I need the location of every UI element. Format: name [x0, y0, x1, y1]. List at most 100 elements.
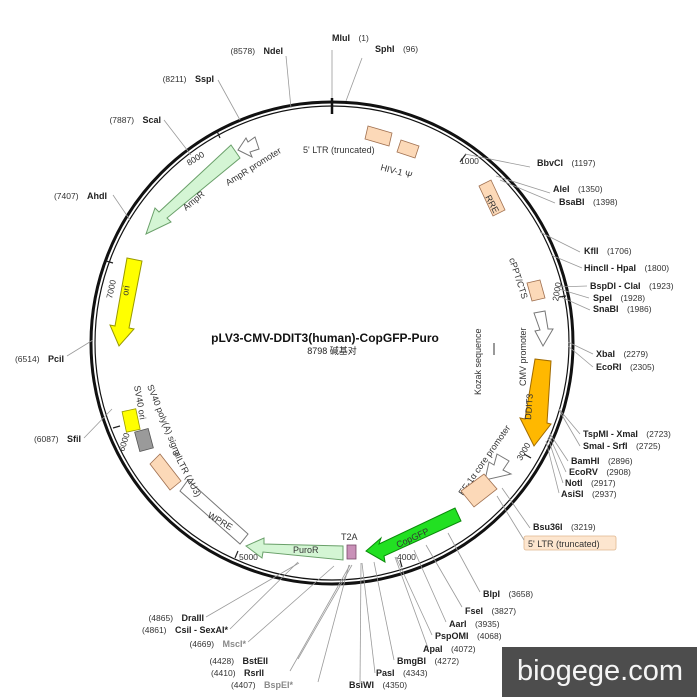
site-scai: (7887) ScaI: [109, 110, 161, 127]
tick-6000: [112, 425, 121, 429]
site-bmgbi: BmgBI (4272): [397, 651, 459, 668]
site-alei: AleI (1350): [553, 179, 603, 196]
site-noti: NotI (2917): [565, 473, 616, 490]
tick-label-6000: 6000: [116, 431, 131, 452]
feature-cppt-label: cPPT/CTS: [507, 257, 530, 301]
site-msci: (4669) MscI*: [189, 634, 246, 651]
site-ndei: (8578) NdeI: [230, 41, 283, 58]
site-pasi: PasI (4343): [376, 663, 428, 680]
site-draiii: (4865) DraIII: [148, 608, 204, 625]
feature-f1-block: [121, 408, 141, 433]
site-spei: SpeI (1928): [593, 288, 645, 305]
feature-5ltr-block: [364, 125, 393, 147]
tick-label-5000: 5000: [239, 552, 258, 562]
feature-ori-label: ori: [120, 285, 132, 297]
leader-bsu36i: [501, 487, 531, 529]
feature-puror-arrow: [245, 537, 344, 561]
leader-fsei: [425, 544, 463, 608]
leader-draiii: [205, 562, 300, 618]
site-sspi: (8211) SspI: [163, 69, 214, 86]
feature-ampr-arrow: [145, 144, 241, 235]
feature-cppt-block: [526, 279, 546, 302]
leader-pasi: [361, 562, 376, 674]
leader-sphi: [345, 57, 363, 102]
leader-rsrii: [289, 564, 351, 672]
site-tspmi: TspMI - XmaI (2723): [583, 424, 671, 441]
scale-ticks: 1000 2000 3000 4000 5000 6000 7000 8000: [104, 130, 567, 568]
plasmid-size: 8798 碱基对: [307, 345, 357, 356]
site-leaders: [66, 50, 594, 685]
feature-hivpsi-block: [396, 139, 420, 159]
leader-apai: [394, 556, 429, 649]
tick-label-1000: 1000: [460, 156, 479, 166]
site-bsiwi: BsiWI (4350): [349, 675, 407, 692]
feature-amprpromoter-arrow: [237, 136, 260, 159]
leader-bbvci: [464, 153, 531, 168]
site-bsteii: (4428) BstEII: [209, 651, 268, 668]
leader-spei: [558, 288, 590, 299]
leader-bamhi: [549, 433, 569, 462]
tick-4000: [399, 559, 403, 568]
site-kfli: KflI (1706): [584, 241, 632, 258]
tick-8000: [216, 130, 221, 139]
leader-ltr5-site: [496, 495, 525, 541]
tick-3000: [523, 453, 532, 459]
feature-cmv-arrow: [533, 310, 554, 348]
leader-asisi: [545, 440, 560, 494]
site-sphi: SphI (96): [375, 39, 418, 56]
leader-ahdi: [112, 194, 131, 221]
site-ecori: EcoRI (2305): [596, 357, 655, 374]
feature-hivpsi-label: HIV-1 Ψ: [379, 162, 413, 180]
tick-2000: [558, 295, 567, 298]
leader-pspomi: [395, 556, 433, 636]
site-ecorv: EcoRV (2908): [569, 462, 631, 479]
site-hincii: HincII - HpaI (1800): [584, 258, 669, 275]
site-bspdi: BspDI - ClaI (1923): [590, 276, 674, 293]
leader-pcii: [66, 339, 94, 357]
leader-noti: [547, 437, 564, 484]
feature-5ltr2-block: [460, 473, 498, 508]
feature-ddit3-label: DDIT3: [523, 393, 535, 420]
site-rsrii: (4410) RsrII: [211, 663, 264, 680]
leader-bspei: [317, 564, 350, 683]
feature-cmv-label: CMV promoter: [518, 327, 528, 386]
ltr5-site-box: [523, 535, 617, 551]
leader-csii: [229, 561, 299, 630]
plasmid-title: pLV3-CMV-DDIT3(human)-CopGFP-Puro: [211, 331, 439, 345]
leader-aari: [413, 549, 447, 623]
leader-bmgbi: [373, 561, 395, 661]
site-bamhi: BamHI (2896): [571, 451, 633, 468]
leader-ecorv: [548, 435, 567, 473]
leader-smai: [558, 409, 581, 447]
site-mlui: MluI (1): [332, 28, 369, 45]
leader-scai: [163, 119, 192, 156]
site-fsei: FseI (3827): [465, 601, 516, 618]
leader-alei: [495, 175, 551, 194]
leader-sspi: [217, 79, 241, 121]
feature-copgfp-arrow: [365, 507, 462, 563]
leader-sfii: [83, 408, 113, 439]
feature-ef1a-arrow: [484, 453, 513, 481]
leader-msci: [247, 565, 335, 643]
site-bspei: (4407) BspEI*: [231, 675, 294, 692]
leader-bsteii: [297, 564, 353, 660]
tick-label-4000: 4000: [397, 552, 416, 562]
leader-ndei: [285, 55, 292, 109]
leader-bsabi: [499, 179, 556, 204]
site-snabi: SnaBI (1986): [593, 299, 652, 316]
site-bbvci: BbvCI (1197): [537, 153, 596, 170]
feature-t2a-block: [346, 544, 357, 560]
site-asisi: AsiSI (2937): [561, 484, 617, 501]
leader-snabi: [560, 296, 591, 311]
feature-ori-arrow: [109, 257, 143, 347]
feature-ddit3-arrow: [519, 358, 552, 447]
site-bsabi: BsaBI (1398): [559, 192, 618, 209]
site-xbai: XbaI (2279): [596, 344, 648, 361]
leader-bspdi: [557, 285, 588, 288]
site-blpi: BlpI (3658): [483, 584, 533, 601]
leader-kfli: [539, 231, 581, 253]
tick-1000: [459, 153, 467, 163]
feature-5ltr-label: 5' LTR (truncated): [303, 145, 375, 155]
tick-5000: [234, 550, 239, 559]
